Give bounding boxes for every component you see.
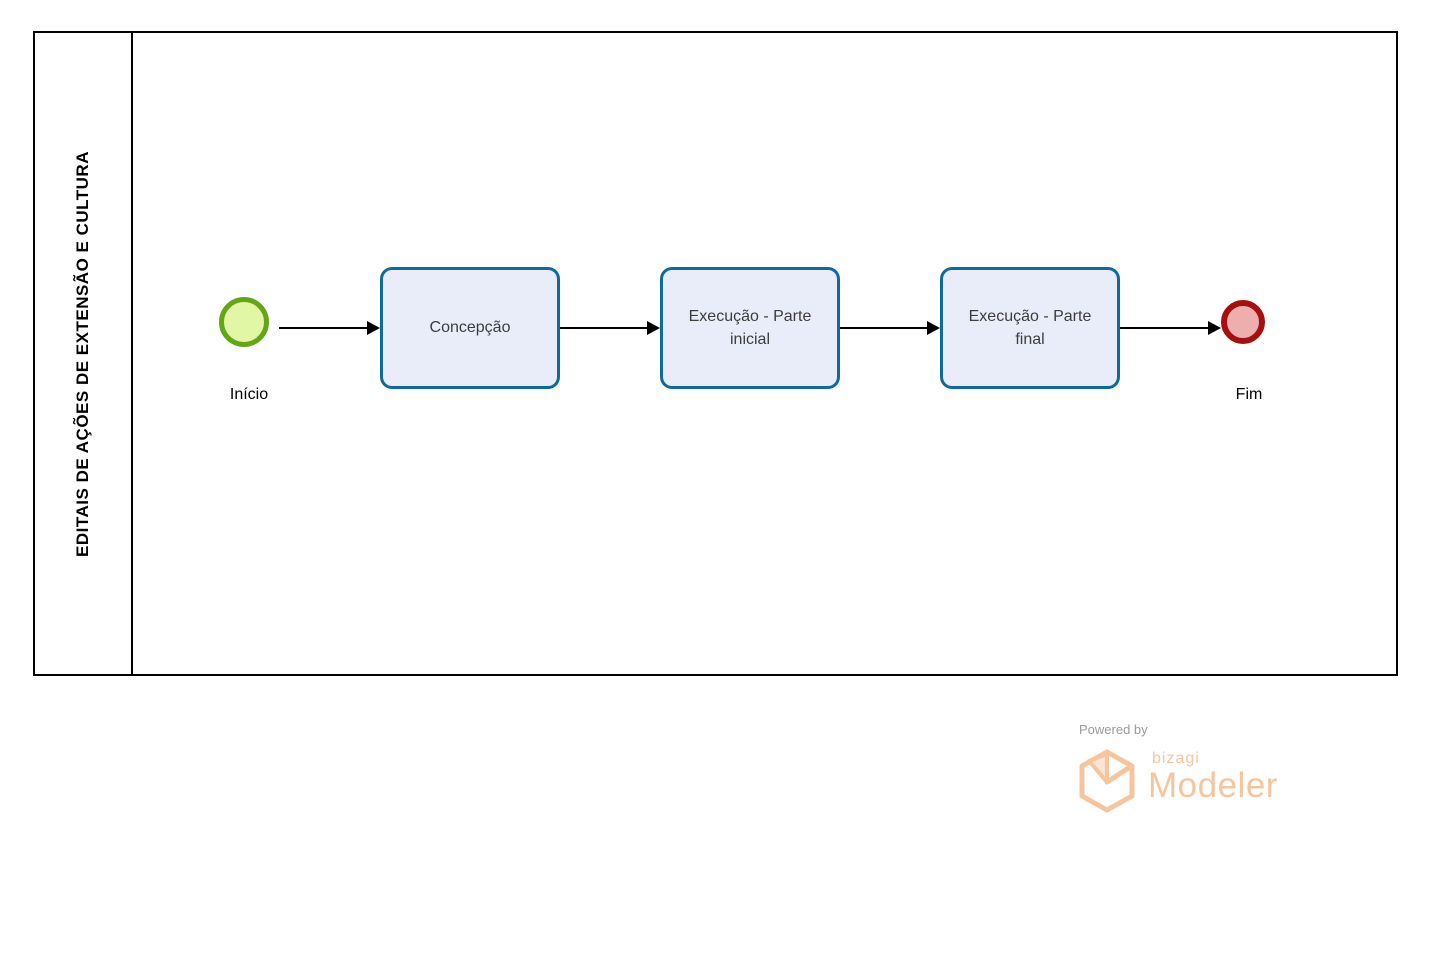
flow-line	[840, 327, 929, 329]
task-execucao-parte-final[interactable]: Execução - Parte final	[940, 267, 1120, 389]
powered-by-label: Powered by	[1079, 722, 1148, 737]
sequence-flow-start-to-concepcao[interactable]	[279, 321, 380, 335]
task-execucao-parte-inicial[interactable]: Execução - Parte inicial	[660, 267, 840, 389]
sequence-flow-execucao-final-to-end[interactable]	[1120, 321, 1221, 335]
pool-title: EDITAIS DE AÇÕES DE EXTENSÃO E CULTURA	[73, 150, 92, 557]
arrowhead-icon	[647, 321, 660, 335]
end-event-label: Fim	[1235, 386, 1263, 403]
sequence-flow-execucao-inicial-to-execucao-final[interactable]	[840, 321, 940, 335]
arrowhead-icon	[1208, 321, 1221, 335]
task-label: Concepção	[429, 319, 511, 337]
end-event[interactable]	[1221, 300, 1265, 344]
task-label: Execução - Parte inicial	[688, 307, 812, 348]
flow-line	[560, 327, 649, 329]
start-event-label: Início	[229, 386, 269, 403]
task-label: Execução - Parte final	[968, 307, 1092, 348]
task-concepcao[interactable]: Concepção	[380, 267, 560, 389]
bizagi-brand-label: bizagi	[1152, 750, 1200, 767]
flow-line	[279, 327, 369, 329]
bizagi-logo-icon	[1079, 749, 1135, 813]
sequence-flow-concepcao-to-execucao-inicial[interactable]	[560, 321, 660, 335]
modeler-product-label: Modeler	[1148, 766, 1278, 805]
flow-line	[1120, 327, 1210, 329]
arrowhead-icon	[927, 321, 940, 335]
start-event[interactable]	[219, 297, 269, 347]
arrowhead-icon	[367, 321, 380, 335]
pool-header[interactable]: EDITAIS DE AÇÕES DE EXTENSÃO E CULTURA	[35, 33, 133, 674]
